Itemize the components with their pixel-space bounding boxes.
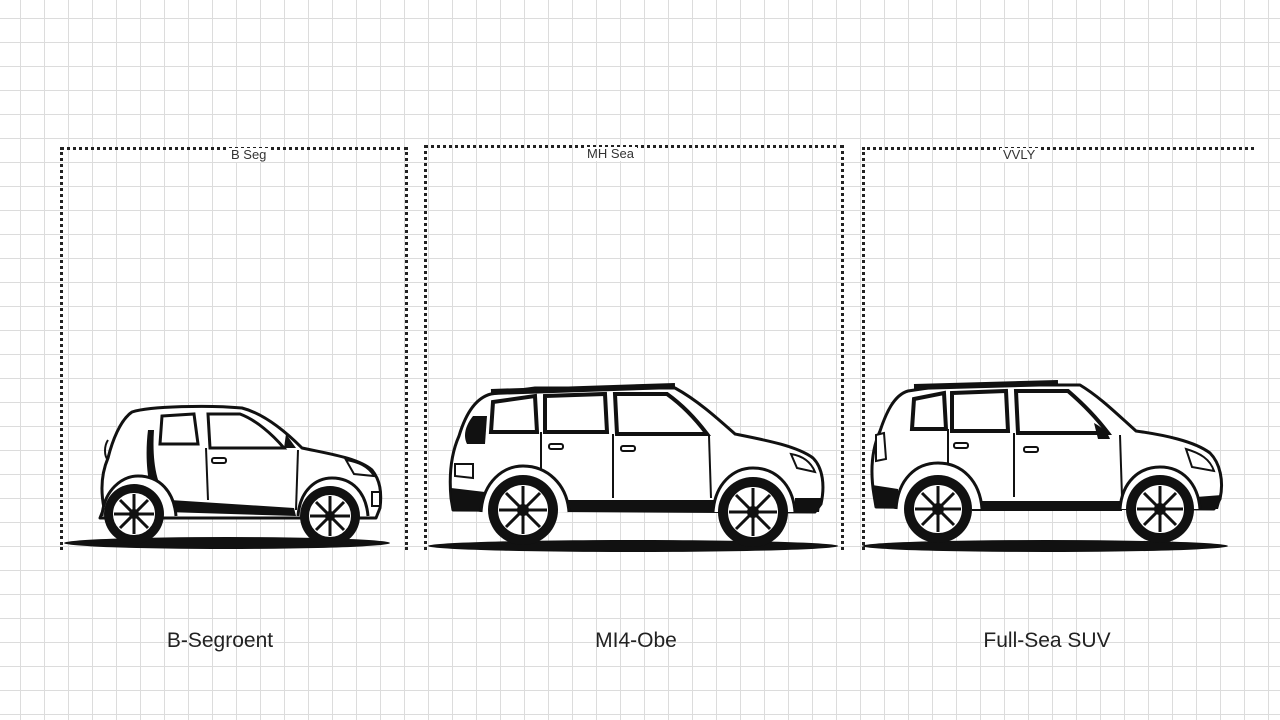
segment-top-label-full-size-suv: VVLY <box>1000 148 1039 162</box>
segment-frame-full-size-suv <box>862 147 1254 550</box>
segment-frame-mid-size <box>424 145 844 550</box>
car-full-size-suv-icon <box>870 380 1224 543</box>
wheel-icon <box>904 475 972 543</box>
car-compact-suv-icon <box>448 383 825 547</box>
segment-top-label-b-segment: B Seg <box>228 148 270 162</box>
ground-shadow-full-size-suv <box>862 540 1228 552</box>
wheel-icon <box>488 475 558 545</box>
wheel-icon <box>718 477 788 547</box>
wheel-icon <box>300 486 360 546</box>
segment-top-label-mid-size: MH Sea <box>584 147 637 161</box>
segment-label-full-size-suv: Full-Sea SUV <box>983 629 1111 652</box>
car-hatchback-icon <box>98 404 383 546</box>
wheel-icon <box>104 484 164 544</box>
segment-label-b-segment: B-Segroent <box>166 629 274 652</box>
wheel-icon <box>1126 475 1194 543</box>
segment-label-mid-size: MI4-Obe <box>595 629 677 652</box>
